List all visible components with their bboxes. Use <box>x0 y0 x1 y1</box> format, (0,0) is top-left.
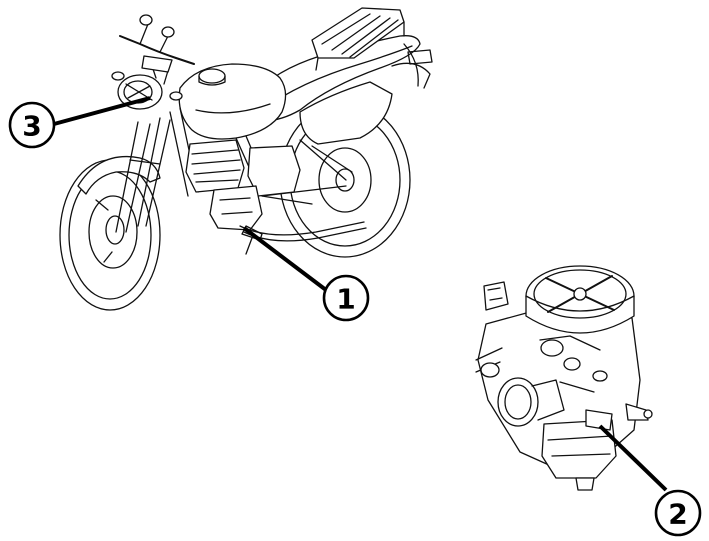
side-cover <box>299 81 393 145</box>
idle-screw <box>625 403 649 421</box>
fuel-tank <box>178 63 287 140</box>
carburetor-top-cover <box>525 265 635 334</box>
callout-3: 3 <box>8 101 56 149</box>
float-bowl <box>541 419 617 491</box>
motorcycle-illustration <box>59 7 433 311</box>
front-fender <box>77 155 161 195</box>
carburetor-bracket <box>483 281 509 311</box>
engine <box>185 139 301 231</box>
callout-2: 2 <box>654 489 702 537</box>
carburetor-illustration <box>475 265 653 491</box>
front-wheel <box>59 159 161 311</box>
throttle-linkage <box>475 335 608 393</box>
headlight <box>111 71 183 110</box>
handlebar <box>119 14 195 85</box>
callout-3-label: 3 <box>22 110 41 143</box>
callout-2-label: 2 <box>668 498 687 531</box>
callout-1: 1 <box>322 274 370 322</box>
rear-rack <box>311 7 405 71</box>
leader-line-2 <box>598 424 668 492</box>
callout-1-label: 1 <box>336 283 355 316</box>
leader-line-1 <box>242 226 328 292</box>
front-fork <box>115 117 171 233</box>
carburetor-inlet <box>497 377 565 427</box>
tail-light <box>407 49 433 65</box>
leader-line-3 <box>53 96 151 126</box>
